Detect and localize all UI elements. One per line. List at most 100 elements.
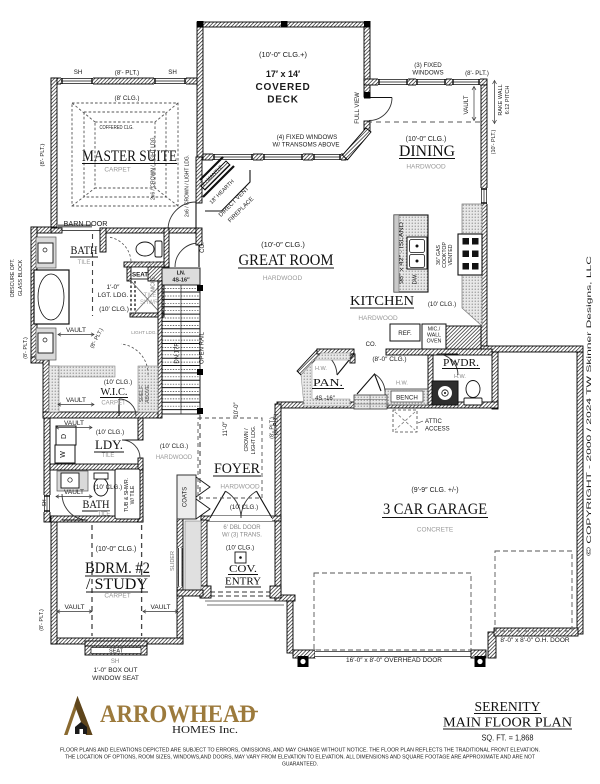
svg-text:GUARANTEED.: GUARANTEED. [282,762,318,768]
svg-text:CROWN /: CROWN / [244,428,250,452]
svg-text:2x6 / CROWN / LIGHT LDG.: 2x6 / CROWN / LIGHT LDG. [185,155,191,217]
svg-text:VAULT: VAULT [66,397,86,404]
svg-text:TILE: TILE [102,453,115,459]
svg-text:(8′- PLT.): (8′- PLT.) [274,413,280,435]
svg-text:ARROWHEAD: ARROWHEAD [100,701,256,728]
svg-text:GLASS BLOCK: GLASS BLOCK [18,259,24,296]
svg-text:HARDWOOD: HARDWOOD [358,315,398,322]
svg-text:VAULT: VAULT [463,95,470,114]
svg-text:SH: SH [42,499,48,506]
svg-text:(9′-9″ CLG. +/-): (9′-9″ CLG. +/-) [411,487,458,494]
svg-text:VAULT: VAULT [66,327,86,334]
svg-text:H.W.: H.W. [315,366,327,372]
svg-text:6:12 PITCH: 6:12 PITCH [505,86,511,115]
svg-text:FLOOR PLANS AND ELEVATIONS DEP: FLOOR PLANS AND ELEVATIONS DEPICTED ARE … [60,748,540,754]
svg-text:(8′- PLT.): (8′- PLT.) [23,337,29,359]
svg-text:COV.: COV. [229,563,257,575]
svg-text:VAULT: VAULT [65,604,85,611]
svg-text:BATH: BATH [71,243,98,257]
svg-text:16′-0″ x 8′-0″ OVERHEAD DOOR: 16′-0″ x 8′-0″ OVERHEAD DOOR [346,657,442,664]
svg-text:HOMES Inc.: HOMES Inc. [172,725,238,736]
svg-text:HARDWOOD: HARDWOOD [263,275,303,282]
svg-text:H.W.: H.W. [396,381,408,387]
svg-text:(10′ CLG.): (10′ CLG.) [230,504,258,511]
svg-text:(8'- PLT.): (8'- PLT.) [465,71,489,77]
svg-text:SEAT: SEAT [109,649,124,655]
svg-text:(10′ CLG.): (10′ CLG.) [226,545,254,552]
svg-text:CARPET: CARPET [104,593,130,600]
svg-text:VENTED: VENTED [448,244,454,265]
svg-text:BENCH: BENCH [396,395,418,402]
svg-text:(10′ CLG.): (10′ CLG.) [99,306,129,313]
svg-text:CARPET: CARPET [101,401,126,407]
svg-text:(8′ CLG.): (8′ CLG.) [115,95,140,102]
svg-text:THE LOCATION OF OPTIONS, ROOM: THE LOCATION OF OPTIONS, ROOM SIZES, WIN… [65,755,535,761]
svg-text:HARDWOOD: HARDWOOD [156,455,193,461]
svg-text:SH: SH [168,69,177,76]
svg-text:(8′- PLT.): (8′- PLT.) [270,417,276,439]
svg-text:1′-0″ BOX OUT: 1′-0″ BOX OUT [94,667,138,674]
svg-text:PAN.: PAN. [313,377,343,389]
svg-text:CONCRETE: CONCRETE [417,527,454,534]
svg-text:4S-16″: 4S-16″ [172,278,190,284]
svg-text:TILE: TILE [78,260,91,266]
svg-text:DW.: DW. [413,273,419,284]
svg-text:(8′-0″ CLG.): (8′-0″ CLG.) [372,356,406,363]
svg-text:WINDOW SEAT: WINDOW SEAT [92,675,139,682]
svg-text:6′ DBL DOOR: 6′ DBL DOOR [223,525,261,531]
svg-text:WALL: WALL [427,333,441,339]
svg-text:ATTIC: ATTIC [425,419,443,425]
svg-text:SLIDER: SLIDER [170,551,176,571]
svg-text:SH: SH [74,69,83,76]
svg-text:TUB & SHWR.: TUB & SHWR. [124,478,130,512]
svg-text:11′-0″: 11′-0″ [223,421,229,437]
svg-text:(10′-0″ CLG.): (10′-0″ CLG.) [261,240,305,249]
svg-text:WINDOWS: WINDOWS [412,70,443,77]
svg-text:(10′- PLT.): (10′- PLT.) [491,129,497,154]
svg-text:COVERED: COVERED [255,82,310,93]
svg-text:COATS: COATS [183,487,189,507]
svg-text:VAULT: VAULT [64,489,84,496]
svg-text:(8′- PLT.): (8′- PLT.) [40,143,46,166]
svg-text:10′-0″: 10′-0″ [234,401,240,417]
svg-text:LIGHT LDG.: LIGHT LDG. [131,330,156,335]
svg-text:GREAT ROOM: GREAT ROOM [239,252,334,269]
svg-text:PWDR.: PWDR. [443,357,479,369]
svg-text:2x6 / CROWN / LIGHT LDG.: 2x6 / CROWN / LIGHT LDG. [151,136,157,200]
svg-text:(8′- PLT.): (8′- PLT.) [39,609,45,631]
svg-text:(10′ CLG.): (10′ CLG.) [428,301,456,308]
svg-text:FOYER: FOYER [214,461,260,477]
svg-text:ENTRY: ENTRY [225,576,261,588]
svg-text:(3) FIXED: (3) FIXED [414,62,442,69]
svg-text:SQ. FT. = 1,868: SQ. FT. = 1,868 [482,734,535,743]
svg-text:LIGHT LDG.: LIGHT LDG. [133,261,158,266]
svg-text:BARN DOOR: BARN DOOR [64,221,108,228]
svg-text:W/ (3) TRANS.: W/ (3) TRANS. [222,533,262,539]
svg-text:SHELF: SHELF [139,386,145,403]
svg-text:SHWR.: SHWR. [140,300,160,306]
svg-text:W/ TRANSOMS ABOVE: W/ TRANSOMS ABOVE [273,142,340,149]
svg-text:W: W [60,451,67,458]
svg-text:OBSCURE OPT.: OBSCURE OPT. [10,259,16,298]
svg-text:W/ TILE: W/ TILE [130,485,136,504]
svg-text:/ STUDY: / STUDY [86,576,148,593]
svg-text:HARDWOOD: HARDWOOD [220,484,260,491]
svg-text:17′ x 14′: 17′ x 14′ [266,69,300,79]
svg-text:SH: SH [111,659,119,665]
svg-text:3 CAR GARAGE: 3 CAR GARAGE [383,501,487,518]
svg-text:LN.: LN. [177,271,186,277]
svg-text:36″ GAS: 36″ GAS [436,244,442,265]
svg-text:(10′ CLG.): (10′ CLG.) [160,443,188,450]
svg-text:ACCESS: ACCESS [425,427,450,433]
svg-text:CO.: CO. [366,342,377,348]
svg-text:VAULT: VAULT [64,420,84,427]
svg-text:FULL VIEW: FULL VIEW [355,92,361,124]
svg-text:NICHE: NICHE [151,276,157,292]
svg-text:COOKTOP: COOKTOP [442,242,448,268]
svg-text:KITCHEN: KITCHEN [350,294,414,309]
svg-text:OVEN: OVEN [427,339,442,345]
svg-text:RAKE WALL: RAKE WALL [498,84,504,115]
svg-text:H.W.: H.W. [454,374,466,380]
svg-text:LIGHT LDG.: LIGHT LDG. [251,426,257,455]
svg-text:8′-0″ x 8′-0″ O.H. DOOR: 8′-0″ x 8′-0″ O.H. DOOR [500,637,569,644]
